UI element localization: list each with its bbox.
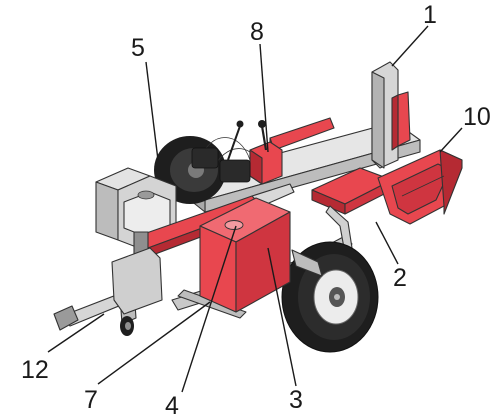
- log-splitter-illustration: [53, 61, 463, 353]
- hydraulic-pump: [191, 120, 251, 183]
- wedge-plate-front: [371, 71, 385, 169]
- wedge-red-gusset: [397, 91, 411, 147]
- leader-4: [181, 225, 237, 393]
- callout-label-2: 2: [393, 264, 407, 292]
- callout-labels: 1 2 3 4 5 7 8 10 12: [21, 1, 491, 418]
- engine-cap: [137, 190, 155, 200]
- frame-crossbar: [177, 289, 247, 319]
- callout-label-8: 8: [250, 18, 264, 46]
- pump-unit-1: [191, 147, 219, 169]
- pump-lever-knob: [236, 120, 244, 128]
- catcher-lip: [439, 149, 463, 215]
- catcher-rib: [401, 175, 445, 197]
- leader-10: [439, 127, 463, 153]
- beam-wedge: [371, 61, 411, 169]
- jack-bracket: [111, 247, 163, 315]
- leader-12: [47, 313, 105, 353]
- hub-nut: [334, 294, 340, 300]
- pump-unit-2: [219, 159, 251, 183]
- callout-label-10: 10: [463, 103, 491, 131]
- hitch-coupler: [53, 305, 79, 331]
- wedge-red-gusset-side: [391, 94, 399, 151]
- jack-caster-hub: [125, 322, 131, 330]
- catcher-inner: [391, 163, 451, 215]
- leader-8: [259, 43, 269, 153]
- leader-5: [145, 61, 159, 161]
- pump-lever: [227, 125, 241, 161]
- tank-fill-cap: [224, 220, 244, 230]
- leader-1: [391, 25, 429, 67]
- callout-leaders: [47, 25, 463, 393]
- callout-label-5: 5: [131, 34, 145, 62]
- callout-label-7: 7: [84, 386, 98, 414]
- engine-shroud-front: [95, 181, 119, 241]
- valve-knob: [258, 120, 266, 128]
- callout-label-1: 1: [423, 1, 437, 29]
- callout-label-4: 4: [165, 392, 179, 418]
- axle-strut: [291, 249, 323, 277]
- leader-3: [267, 247, 297, 387]
- jack-stand: [53, 247, 163, 336]
- valve-handle: [260, 125, 268, 151]
- callout-label-12: 12: [21, 356, 49, 384]
- log-catcher: [377, 149, 463, 225]
- leader-7: [97, 301, 211, 385]
- callout-label-3: 3: [289, 386, 303, 414]
- leader-2: [375, 221, 399, 265]
